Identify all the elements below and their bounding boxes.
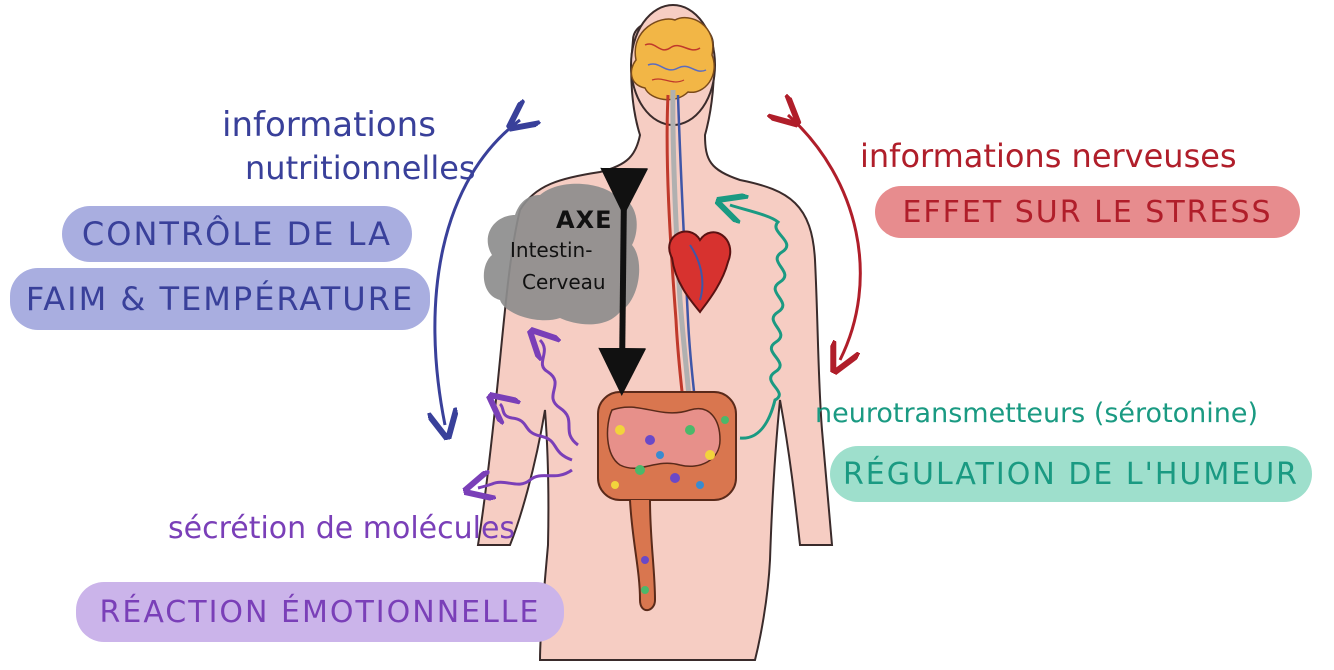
teal-wavy-arrow <box>730 205 789 440</box>
info-nutrition-line2: nutritionnelles <box>245 149 476 187</box>
pill-mood: RÉGULATION DE L'HUMEUR <box>830 446 1312 502</box>
pill-control-hunger-line2-text: FAIM & TEMPÉRATURE <box>25 280 415 318</box>
human-body <box>476 4 834 661</box>
purple-wavy-arrow-1 <box>540 340 579 447</box>
info-neurotransmitters: neurotransmetteurs (sérotonine) <box>815 398 1259 429</box>
pill-stress-text: EFFET SUR LE STRESS <box>902 194 1273 230</box>
brain <box>630 16 715 101</box>
heart <box>668 230 732 314</box>
blue-curved-arrow <box>435 120 520 425</box>
info-nutrition-line1: informations <box>222 105 436 145</box>
axis-label-line1: AXE <box>556 206 613 234</box>
pill-stress: EFFET SUR LE STRESS <box>875 186 1300 238</box>
pill-emotion: RÉACTION ÉMOTIONNELLE <box>76 582 564 642</box>
axis-label-line3: Cerveau <box>522 270 606 294</box>
red-curved-arrow <box>788 115 862 360</box>
spinal-cord <box>670 89 693 411</box>
purple-wavy-arrow-2 <box>500 404 573 462</box>
purple-wavy-arrow-3 <box>478 468 573 488</box>
axis-label-line2: Intestin- <box>510 238 593 262</box>
axis-double-arrow <box>598 167 649 396</box>
pill-control-hunger-line1: CONTRÔLE DE LA <box>62 206 412 262</box>
pill-mood-text: RÉGULATION DE L'HUMEUR <box>842 456 1300 492</box>
intestines <box>597 391 737 612</box>
info-nerve: informations nerveuses <box>860 137 1237 175</box>
pill-control-hunger-line1-text: CONTRÔLE DE LA <box>81 215 393 253</box>
info-molecules: sécrétion de molécules <box>168 511 516 546</box>
pill-emotion-text: RÉACTION ÉMOTIONNELLE <box>99 594 541 630</box>
pill-control-hunger-line2: FAIM & TEMPÉRATURE <box>10 268 430 330</box>
